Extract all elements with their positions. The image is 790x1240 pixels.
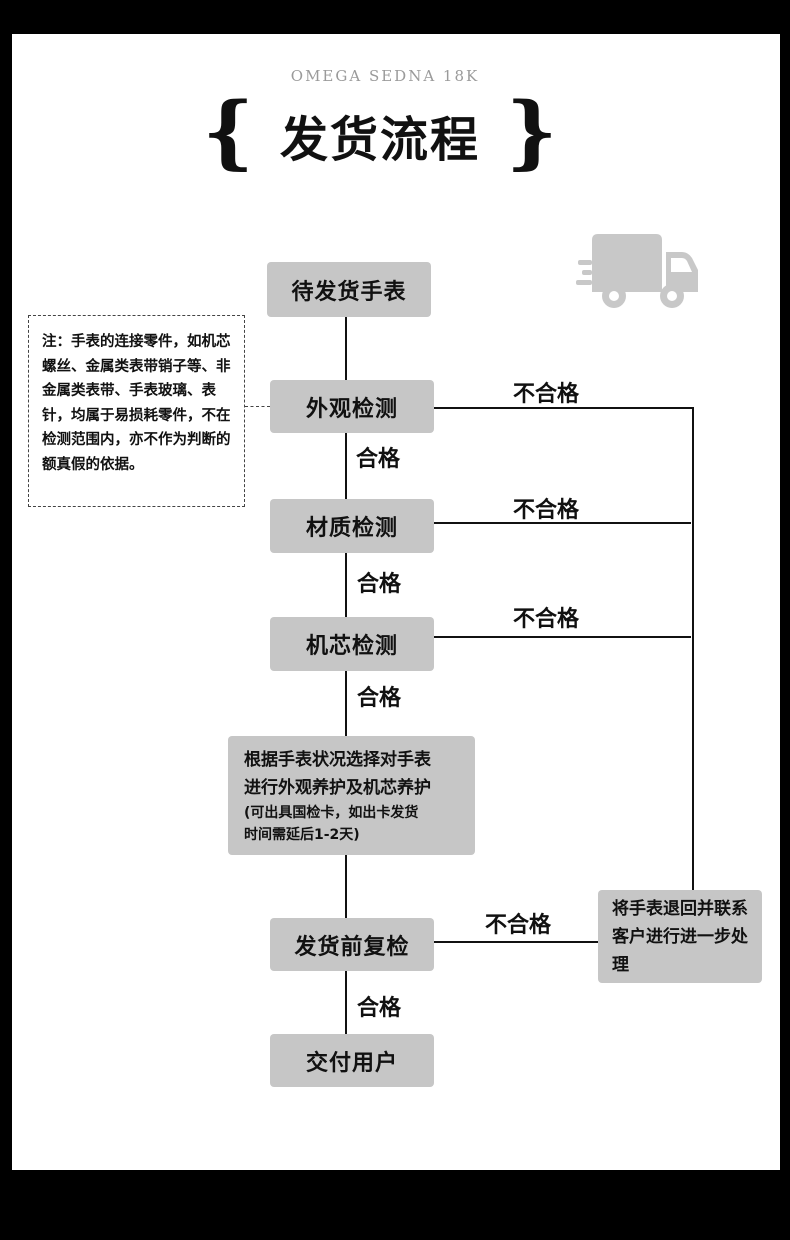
- connector-movement-care: [345, 671, 347, 736]
- pass-label-movement: 合格: [357, 686, 402, 711]
- return-to-customer-box: 将手表退回并联系客户进行进一步处理: [598, 890, 762, 983]
- right-brace: }: [506, 84, 558, 178]
- step-appearance-check: 外观检测: [270, 380, 434, 433]
- step-pre-shipment-recheck: 发货前复检: [270, 918, 434, 971]
- fail-line-appearance: [434, 407, 693, 409]
- fail-line-movement: [434, 636, 691, 638]
- left-brace: {: [202, 84, 254, 178]
- delivery-truck-icon: [576, 234, 698, 308]
- fail-line-right-vertical: [692, 407, 694, 890]
- connector-recheck-deliver: [345, 971, 347, 1034]
- page-title: { 发货流程 }: [0, 90, 760, 180]
- step-pending-watch: 待发货手表: [267, 262, 431, 317]
- step-material-check: 材质检测: [270, 499, 434, 553]
- pass-label-material: 合格: [357, 572, 402, 597]
- care-line-4: 时间需延后1-2天): [244, 827, 360, 843]
- fail-label-appearance: 不合格: [513, 382, 580, 407]
- care-line-3: (可出具国检卡，如出卡发货: [244, 805, 419, 821]
- note-box: 注：手表的连接零件，如机芯螺丝、金属类表带销子等、非金属类表带、手表玻璃、表针，…: [28, 315, 245, 507]
- connector-pending-appearance: [345, 317, 347, 380]
- step-deliver-to-user: 交付用户: [270, 1034, 434, 1087]
- fail-label-recheck: 不合格: [485, 913, 552, 938]
- pass-label-recheck: 合格: [357, 996, 402, 1021]
- connector-material-movement: [345, 553, 347, 617]
- care-line-1: 根据手表状况选择对手表: [244, 750, 431, 770]
- step-care: 根据手表状况选择对手表 进行外观养护及机芯养护 (可出具国检卡，如出卡发货 时间…: [228, 736, 475, 855]
- fail-label-movement: 不合格: [513, 607, 580, 632]
- care-line-2: 进行外观养护及机芯养护: [244, 778, 431, 798]
- note-connector: [245, 406, 270, 407]
- connector-care-recheck: [345, 855, 347, 918]
- title-text: 发货流程: [279, 112, 480, 168]
- brand-text: OMEGA SEDNA 18K: [290, 67, 480, 85]
- fail-line-recheck: [434, 941, 598, 943]
- pass-label-appearance: 合格: [356, 447, 401, 472]
- connector-appearance-material: [345, 433, 347, 499]
- step-movement-check: 机芯检测: [270, 617, 434, 671]
- fail-line-material: [434, 522, 691, 524]
- fail-label-material: 不合格: [513, 498, 580, 523]
